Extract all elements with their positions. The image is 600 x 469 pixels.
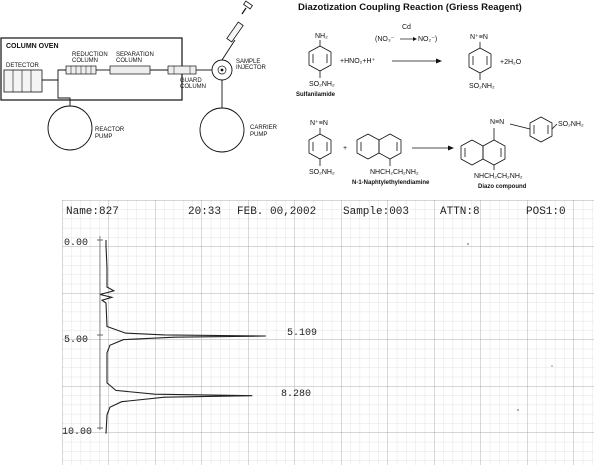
reactor-pump-label-2: PUMP bbox=[95, 134, 112, 140]
so2nh2-label-3: SO₂NH₂ bbox=[309, 169, 335, 176]
guard-label-1: GUARD bbox=[180, 78, 202, 84]
axis-label-0: 0.00 bbox=[64, 238, 88, 249]
syringe-icon bbox=[226, 0, 253, 43]
separation-label-2: COLUMN bbox=[116, 58, 142, 64]
header-sample: Sample:003 bbox=[343, 206, 409, 218]
column-oven-label: COLUMN OVEN bbox=[6, 43, 59, 50]
separation-column: SEPARATION COLUMN bbox=[109, 52, 154, 75]
reaction-title: Diazotization Coupling Reaction (Griess … bbox=[298, 2, 522, 13]
diazonium-structure-2 bbox=[308, 128, 332, 166]
chromatogram-trace bbox=[100, 240, 266, 434]
peak-label-1: 5.109 bbox=[287, 328, 317, 339]
cd-arrowhead bbox=[413, 37, 417, 41]
injector-label-2: INJECTOR bbox=[236, 65, 267, 71]
naphthyl-structure bbox=[356, 133, 402, 166]
reduction-label-2: COLUMN bbox=[72, 58, 98, 64]
detector-label: DETECTOR bbox=[6, 63, 40, 69]
so2nh2-label-1: SO₂NH₂ bbox=[309, 81, 335, 88]
diazonium-structure bbox=[468, 42, 492, 80]
sample-injector: SAMPLE INJECTOR bbox=[211, 0, 267, 81]
naphthyl-label: N-1-Naphtylethylendiamine bbox=[352, 180, 430, 186]
diazonium-label-2: N⁺≡N bbox=[310, 120, 328, 127]
carrier-pump: CARRIER PUMP bbox=[199, 107, 278, 153]
header-attn: ATTN:8 bbox=[440, 206, 480, 218]
reaction-scheme: Diazotization Coupling Reaction (Griess … bbox=[296, 2, 584, 190]
axis-label-5: 5.00 bbox=[64, 335, 88, 346]
chromatogram-recorder: Name:827 20:33 FEB. 00,2002 Sample:003 A… bbox=[62, 200, 594, 465]
so2nh2-label-4: SO₂NH₂ bbox=[558, 121, 584, 128]
cd-label: Cd bbox=[402, 24, 411, 31]
azo-label: N≡N bbox=[490, 119, 504, 126]
tubing bbox=[42, 39, 236, 110]
reactor-pump: REACTOR PUMP bbox=[47, 105, 125, 151]
diazo-compound-label: Diazo compound bbox=[478, 184, 527, 190]
nh2-label: NH₂ bbox=[315, 33, 328, 40]
guard-column: GUARD COLUMN bbox=[167, 65, 206, 90]
so2nh2-label-2: SO₂NH₂ bbox=[469, 83, 495, 90]
header-name: Name:827 bbox=[66, 206, 119, 218]
guard-label-2: COLUMN bbox=[180, 84, 206, 90]
header-time: 20:33 bbox=[188, 206, 221, 218]
nhch2-label-1: NHCH₂CH₂NH₂ bbox=[370, 169, 419, 176]
carrier-pump-label-1: CARRIER bbox=[250, 125, 278, 131]
paper-specks bbox=[467, 243, 553, 411]
header-date: FEB. 00,2002 bbox=[237, 206, 316, 218]
carrier-pump-label-2: PUMP bbox=[250, 132, 267, 138]
water-label: +2H₂O bbox=[500, 59, 522, 66]
diazonium-label: N⁺≡N bbox=[470, 34, 488, 41]
no2-label: NO₂⁻) bbox=[418, 36, 437, 43]
header-pos: POS1:0 bbox=[526, 206, 566, 218]
injector-label-1: SAMPLE bbox=[236, 59, 260, 65]
reduction-label-1: REDUCTION bbox=[72, 52, 108, 58]
reagents-label: +HNO₂+H⁺ bbox=[340, 58, 376, 65]
separation-label-1: SEPARATION bbox=[116, 52, 154, 58]
sulfanilamide-label: Sulfanilamide bbox=[296, 92, 336, 98]
reaction-arrowhead-2 bbox=[448, 145, 454, 151]
hplc-schematic: COLUMN OVEN DETECTOR REDUC bbox=[0, 0, 278, 153]
no3-label: (NO₃⁻ bbox=[375, 36, 395, 43]
reduction-column: REDUCTION COLUMN bbox=[65, 52, 108, 75]
major-grid bbox=[62, 200, 594, 465]
diazo-structure bbox=[460, 116, 558, 170]
plus-sign: + bbox=[343, 145, 347, 152]
reactor-pump-label-1: REACTOR bbox=[95, 127, 125, 133]
reaction-arrowhead-1 bbox=[436, 58, 442, 64]
axis-label-10: 10.00 bbox=[62, 427, 92, 438]
detector: DETECTOR bbox=[3, 63, 43, 93]
nhch2-label-2: NHCH₂CH₂NH₂ bbox=[474, 173, 523, 180]
peak-label-2: 8.280 bbox=[281, 389, 311, 400]
sulfanilamide-structure bbox=[308, 40, 332, 78]
